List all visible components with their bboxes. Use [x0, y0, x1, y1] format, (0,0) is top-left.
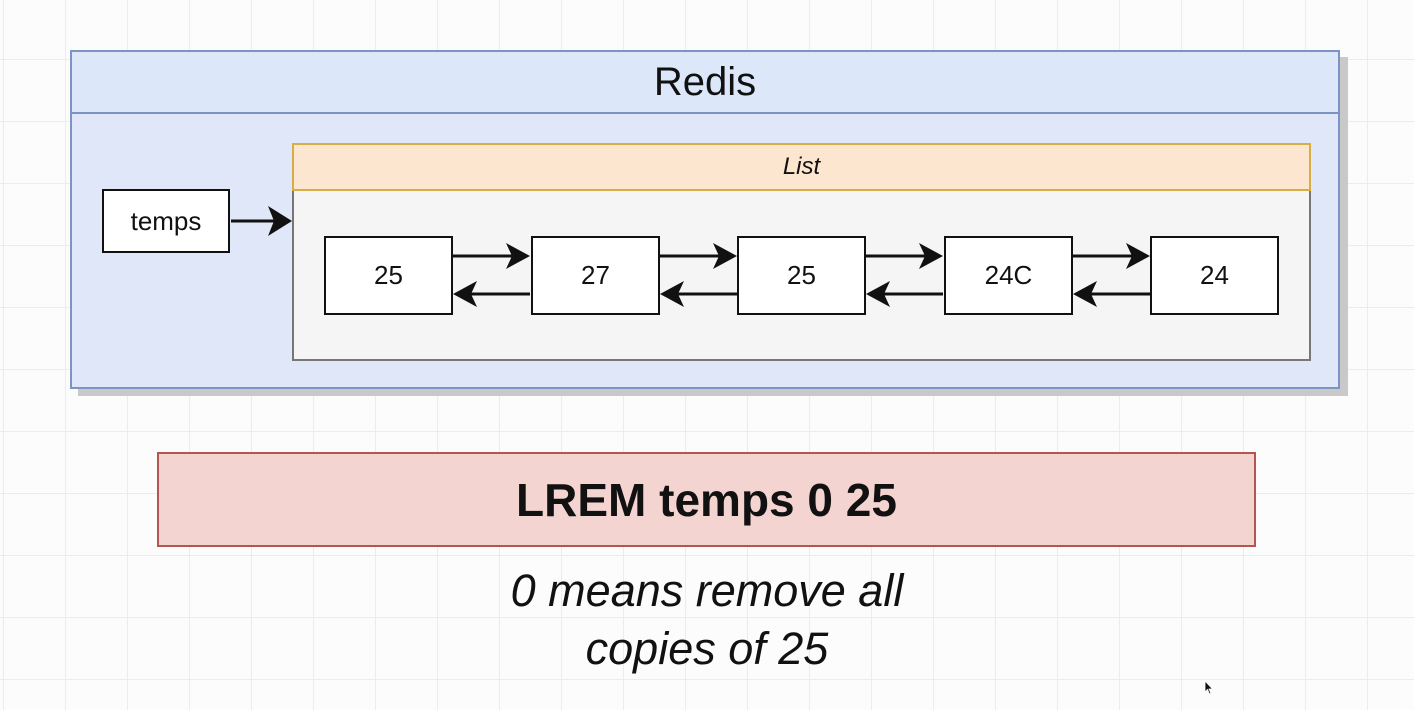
- list-node: 25: [737, 236, 866, 315]
- redis-title: Redis: [72, 52, 1338, 114]
- list-node: 24C: [944, 236, 1073, 315]
- explanation-line-1: 0 means remove all: [510, 565, 904, 616]
- list-key-temps: temps: [102, 189, 230, 253]
- command-box: LREM temps 0 25: [157, 452, 1256, 547]
- mouse-pointer-icon: [1204, 680, 1214, 695]
- list-node: 25: [324, 236, 453, 315]
- command-explanation: 0 means remove all copies of 25: [357, 562, 1057, 678]
- list-title: List: [292, 143, 1311, 191]
- explanation-line-2: copies of 25: [585, 623, 829, 674]
- list-node: 27: [531, 236, 660, 315]
- list-node: 24: [1150, 236, 1279, 315]
